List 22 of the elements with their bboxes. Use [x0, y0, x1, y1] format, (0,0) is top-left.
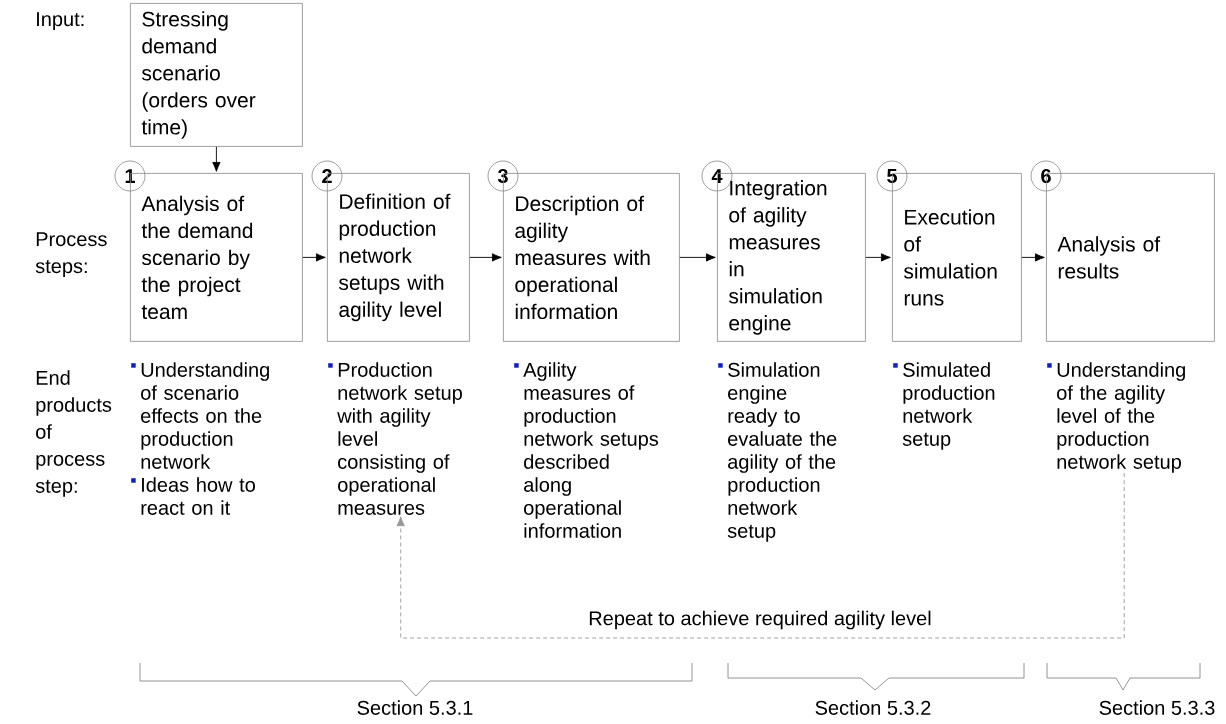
row-label: End products of process step:	[35, 370, 112, 497]
list-item: Agility measures of production network setups described along operational information	[523, 362, 659, 538]
edge-label: Repeat to achieve required agility level	[586, 608, 934, 632]
list-item: Production network setup with agility level consisting of operational measures	[337, 362, 462, 515]
list-item: Simulated production network setup	[902, 362, 995, 450]
section-label: Section 5.3.3	[1099, 700, 1215, 715]
arrow	[865, 253, 891, 262]
list-item: Ideas how to react on it	[141, 477, 255, 515]
loop-arrow	[396, 472, 1125, 639]
list-item: Understanding of the agility level of the production network setup	[1057, 362, 1185, 473]
arrow	[469, 253, 502, 262]
list-item: Understanding of scenario effects on the production network	[141, 362, 269, 469]
section-label: Section 5.3.1	[357, 700, 473, 715]
arrow	[212, 146, 221, 172]
row-label: Process steps:	[35, 232, 107, 278]
row-label: Input:	[37, 12, 84, 31]
arrow	[302, 253, 326, 262]
input-box: Stressing demand scenario (orders over time)	[130, 3, 303, 147]
list-item: Simulation engine ready to evaluate the agility of the production network setup	[727, 362, 837, 542]
section-label: Section 5.3.2	[815, 700, 931, 715]
arrow	[1021, 253, 1045, 262]
arrow	[679, 253, 716, 262]
